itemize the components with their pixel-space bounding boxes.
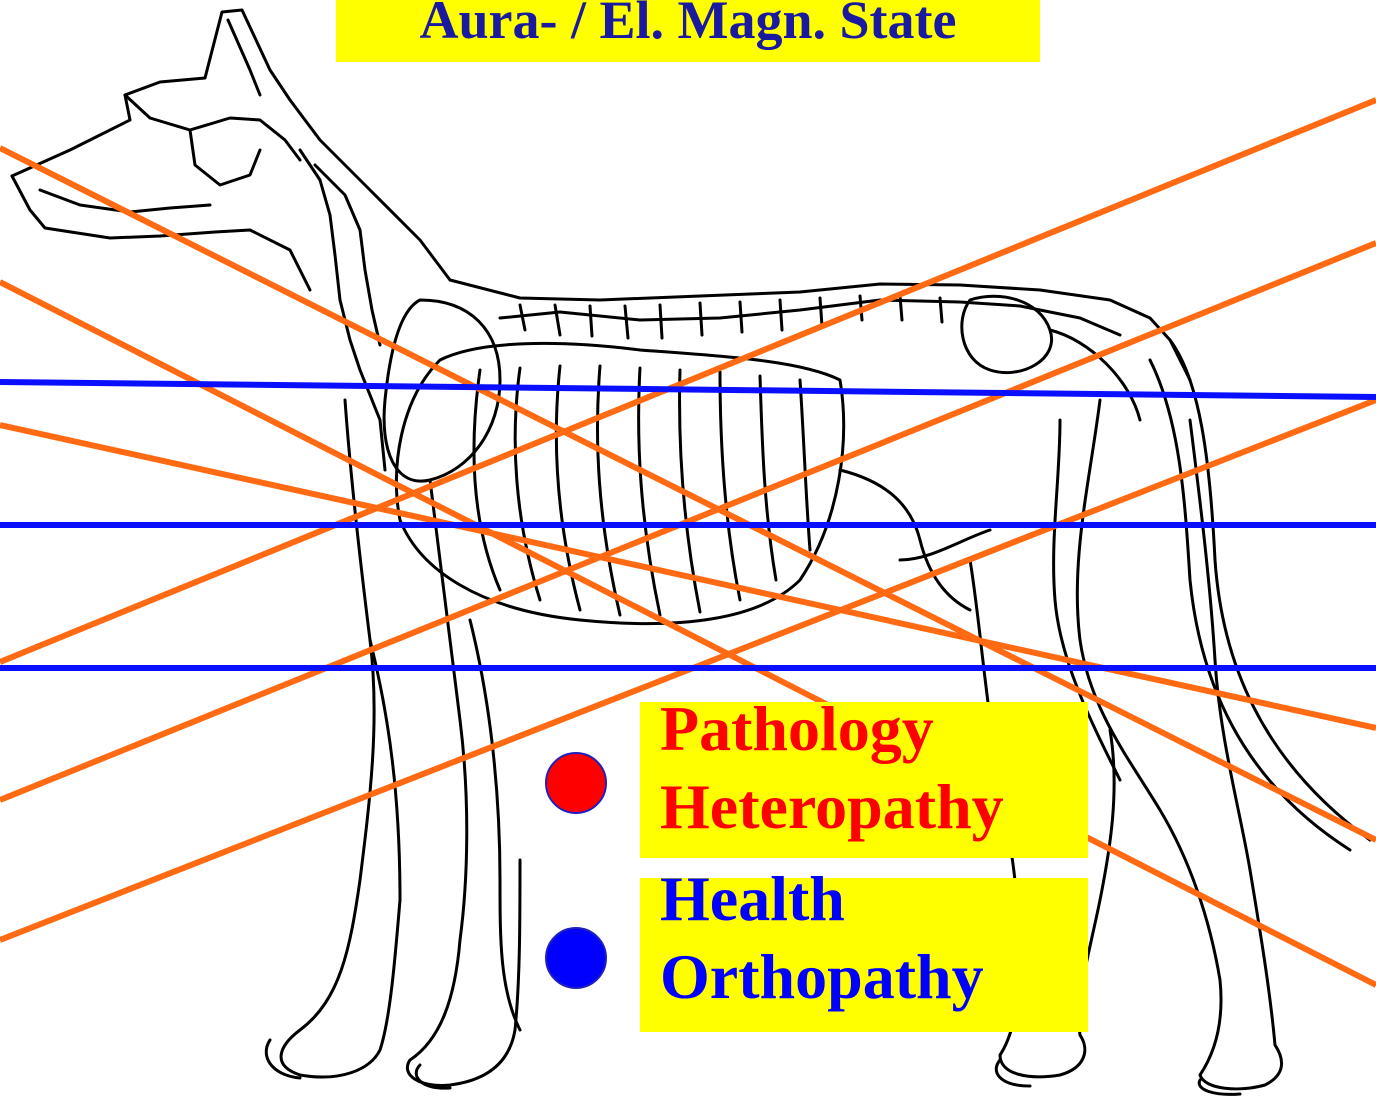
legend-health: Health Orthopathy [640, 878, 1088, 1032]
legend-health-line1: Health [660, 860, 1088, 938]
legend-pathology: Pathology Heteropathy [640, 702, 1088, 858]
title-banner: Aura- / El. Magn. State [336, 0, 1040, 62]
legend-pathology-line1: Pathology [660, 690, 1088, 768]
health-dot [545, 927, 607, 989]
legend-pathology-line2: Heteropathy [660, 768, 1088, 846]
legend-health-line2: Orthopathy [660, 938, 1088, 1016]
pathology-dot [545, 752, 607, 814]
diagram-title: Aura- / El. Magn. State [336, 0, 1040, 62]
